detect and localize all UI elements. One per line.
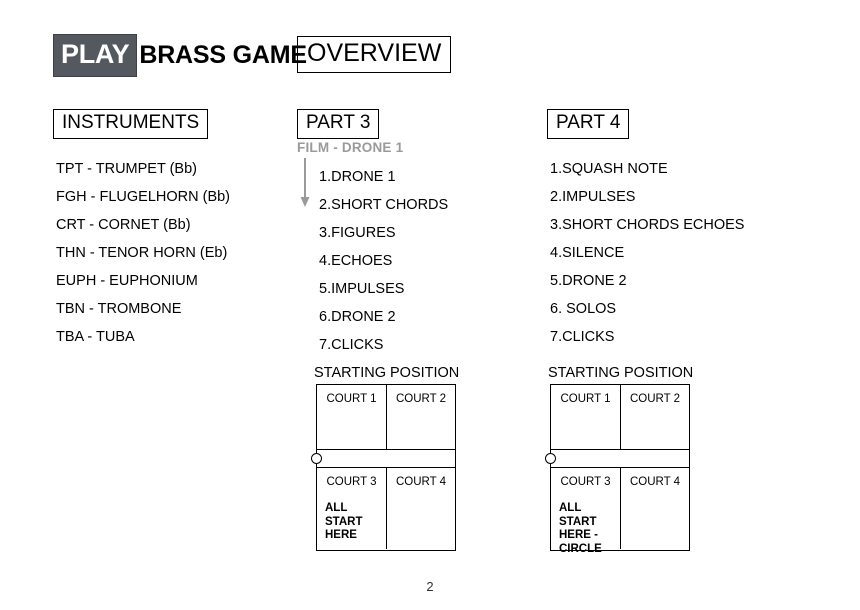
court-cell-2: COURT 2	[620, 385, 689, 449]
start-position-circle-icon	[311, 453, 322, 464]
film-annotation: FILM - DRONE 1	[297, 140, 404, 155]
part3-court-grid: COURT 1 COURT 2 COURT 3 ALL START HERE C…	[311, 384, 456, 551]
court-cell-1: COURT 1	[551, 385, 620, 449]
page-number: 2	[426, 579, 434, 594]
list-item: 1.DRONE 1	[319, 169, 396, 185]
list-item: FGH - FLUGELHORN (Bb)	[56, 189, 231, 205]
list-item: 4.ECHOES	[319, 253, 393, 269]
court-cell-4: COURT 4	[386, 468, 455, 549]
court-cell-1: COURT 1	[317, 385, 386, 449]
court-label: COURT 2	[629, 393, 681, 405]
court-cell-4: COURT 4	[620, 468, 689, 549]
list-item: CRT - CORNET (Bb)	[56, 217, 191, 233]
list-item: 4.SILENCE	[550, 245, 625, 261]
list-item: 6. SOLOS	[550, 301, 617, 317]
court-label: COURT 1	[560, 393, 611, 405]
list-item: 7.CLICKS	[550, 329, 615, 345]
court-note: ALL START HERE - CIRCLE	[559, 502, 602, 555]
part3-starting-position-title: STARTING POSITION	[314, 365, 460, 381]
list-item: 1.SQUASH NOTE	[550, 161, 668, 177]
instruments-list: TPT - TRUMPET (Bb) FGH - FLUGELHORN (Bb)…	[56, 162, 286, 358]
list-item: TPT - TRUMPET (Bb)	[56, 161, 197, 177]
court-label: COURT 4	[395, 476, 447, 488]
court-cell-2: COURT 2	[386, 385, 455, 449]
list-item: THN - TENOR HORN (Eb)	[56, 245, 228, 261]
court-corridor	[311, 449, 455, 468]
page-title: BRASS GAME	[139, 41, 307, 69]
list-item: TBN - TROMBONE	[56, 301, 182, 317]
part4-heading: PART 4	[547, 109, 630, 139]
court-row-top: COURT 1 COURT 2	[317, 385, 455, 449]
part3-heading: PART 3	[297, 109, 380, 139]
court-row-top: COURT 1 COURT 2	[551, 385, 689, 449]
court-corridor	[545, 449, 689, 468]
court-row-bottom: COURT 3 ALL START HERE - CIRCLE COURT 4	[551, 468, 689, 555]
start-position-circle-icon	[545, 453, 556, 464]
court-note: ALL START HERE	[325, 502, 363, 541]
list-item: TBA - TUBA	[56, 329, 135, 345]
list-item: 2.IMPULSES	[550, 189, 636, 205]
play-badge: PLAY	[53, 34, 138, 77]
court-row-bottom: COURT 3 ALL START HERE COURT 4	[317, 468, 455, 549]
list-item: 3.SHORT CHORDS ECHOES	[550, 217, 745, 233]
list-item: 5.DRONE 2	[550, 273, 627, 289]
instruments-heading: INSTRUMENTS	[53, 109, 209, 139]
part4-court-grid: COURT 1 COURT 2 COURT 3 ALL START HERE -…	[545, 384, 690, 555]
list-item: 2.SHORT CHORDS	[319, 197, 449, 213]
part4-starting-position-title: STARTING POSITION	[548, 365, 694, 381]
part4-list: 1.SQUASH NOTE 2.IMPULSES 3.SHORT CHORDS …	[550, 162, 810, 358]
list-item: 3.FIGURES	[319, 225, 396, 241]
court-label: COURT 2	[395, 393, 447, 405]
list-item: 5.IMPULSES	[319, 281, 405, 297]
part3-list: FILM - DRONE 1 1.DRONE 1 2.SHORT CHORDS …	[297, 140, 527, 366]
court-cell-3: COURT 3 ALL START HERE - CIRCLE	[551, 468, 620, 554]
document-header: PLAY BRASS GAME	[53, 34, 307, 77]
list-item: 6.DRONE 2	[319, 309, 396, 325]
court-label: COURT 3	[560, 476, 611, 488]
court-cell-3: COURT 3 ALL START HERE	[317, 468, 386, 549]
court-label: COURT 1	[326, 393, 377, 405]
overview-label: OVERVIEW	[297, 36, 452, 73]
list-item: 7.CLICKS	[319, 337, 384, 353]
down-arrow-icon	[300, 158, 310, 207]
court-label: COURT 3	[326, 476, 377, 488]
list-item: EUPH - EUPHONIUM	[56, 273, 198, 289]
court-label: COURT 4	[629, 476, 681, 488]
